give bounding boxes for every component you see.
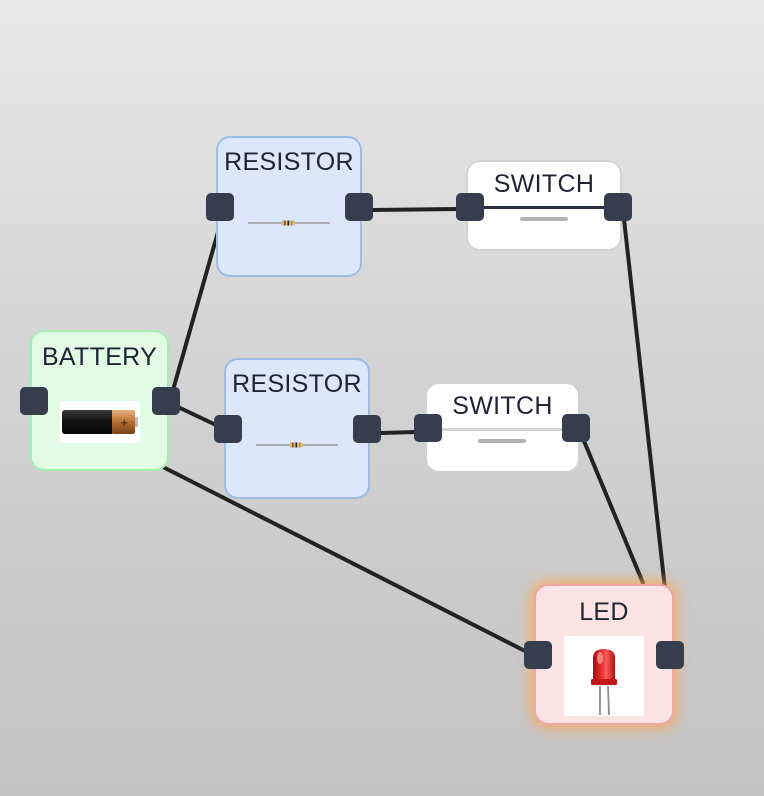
battery-node[interactable]: BATTERY + [30, 330, 169, 471]
battery-right-port[interactable] [152, 387, 180, 415]
switch-top-left-port[interactable] [456, 193, 484, 221]
resistor-top-right-port[interactable] [345, 193, 373, 221]
battery-label: BATTERY [41, 343, 158, 371]
resistor-middle-right-port[interactable] [353, 415, 381, 443]
svg-text:+: + [120, 418, 128, 429]
wire-battery-to-led[interactable] [161, 465, 529, 654]
resistor-top-left-port[interactable] [206, 193, 234, 221]
resistor-icon [248, 220, 330, 226]
wire-battery-to-resistor-middle[interactable] [176, 405, 218, 427]
switch-label: SWITCH [452, 392, 553, 420]
led-icon [591, 649, 617, 716]
wire-resistor-middle-to-switch-middle[interactable] [378, 430, 418, 435]
resistor-label: RESISTOR [224, 148, 354, 176]
led-label: LED [579, 598, 629, 626]
wire-switch-middle-to-led[interactable] [582, 439, 645, 585]
resistor-node-top[interactable]: RESISTOR [216, 136, 362, 277]
led-right-port[interactable] [656, 641, 684, 669]
switch-middle-left-port[interactable] [414, 414, 442, 442]
switch-top-right-port[interactable] [604, 193, 632, 221]
switch-lever [441, 428, 566, 431]
battery-icon: + [62, 410, 138, 434]
wire-switch-top-to-led[interactable] [622, 217, 667, 591]
switch-lever [482, 206, 608, 209]
switch-state-indicator [478, 439, 526, 443]
resistor-node-middle[interactable]: RESISTOR [224, 358, 370, 499]
switch-state-indicator [520, 217, 568, 221]
switch-middle-right-port[interactable] [562, 414, 590, 442]
led-left-port[interactable] [524, 641, 552, 669]
wire-resistor-top-to-switch-top[interactable] [370, 207, 461, 212]
led-image [564, 636, 644, 716]
led-node[interactable]: LED [534, 584, 674, 725]
switch-label: SWITCH [493, 170, 595, 198]
switch-node-top[interactable]: SWITCH [466, 160, 622, 251]
battery-image: + [60, 401, 140, 443]
battery-left-port[interactable] [20, 387, 48, 415]
resistor-label: RESISTOR [232, 370, 362, 398]
wire-battery-to-resistor-top[interactable] [171, 230, 220, 392]
switch-node-middle[interactable]: SWITCH [425, 382, 580, 473]
resistor-middle-left-port[interactable] [214, 415, 242, 443]
resistor-icon [256, 442, 338, 448]
